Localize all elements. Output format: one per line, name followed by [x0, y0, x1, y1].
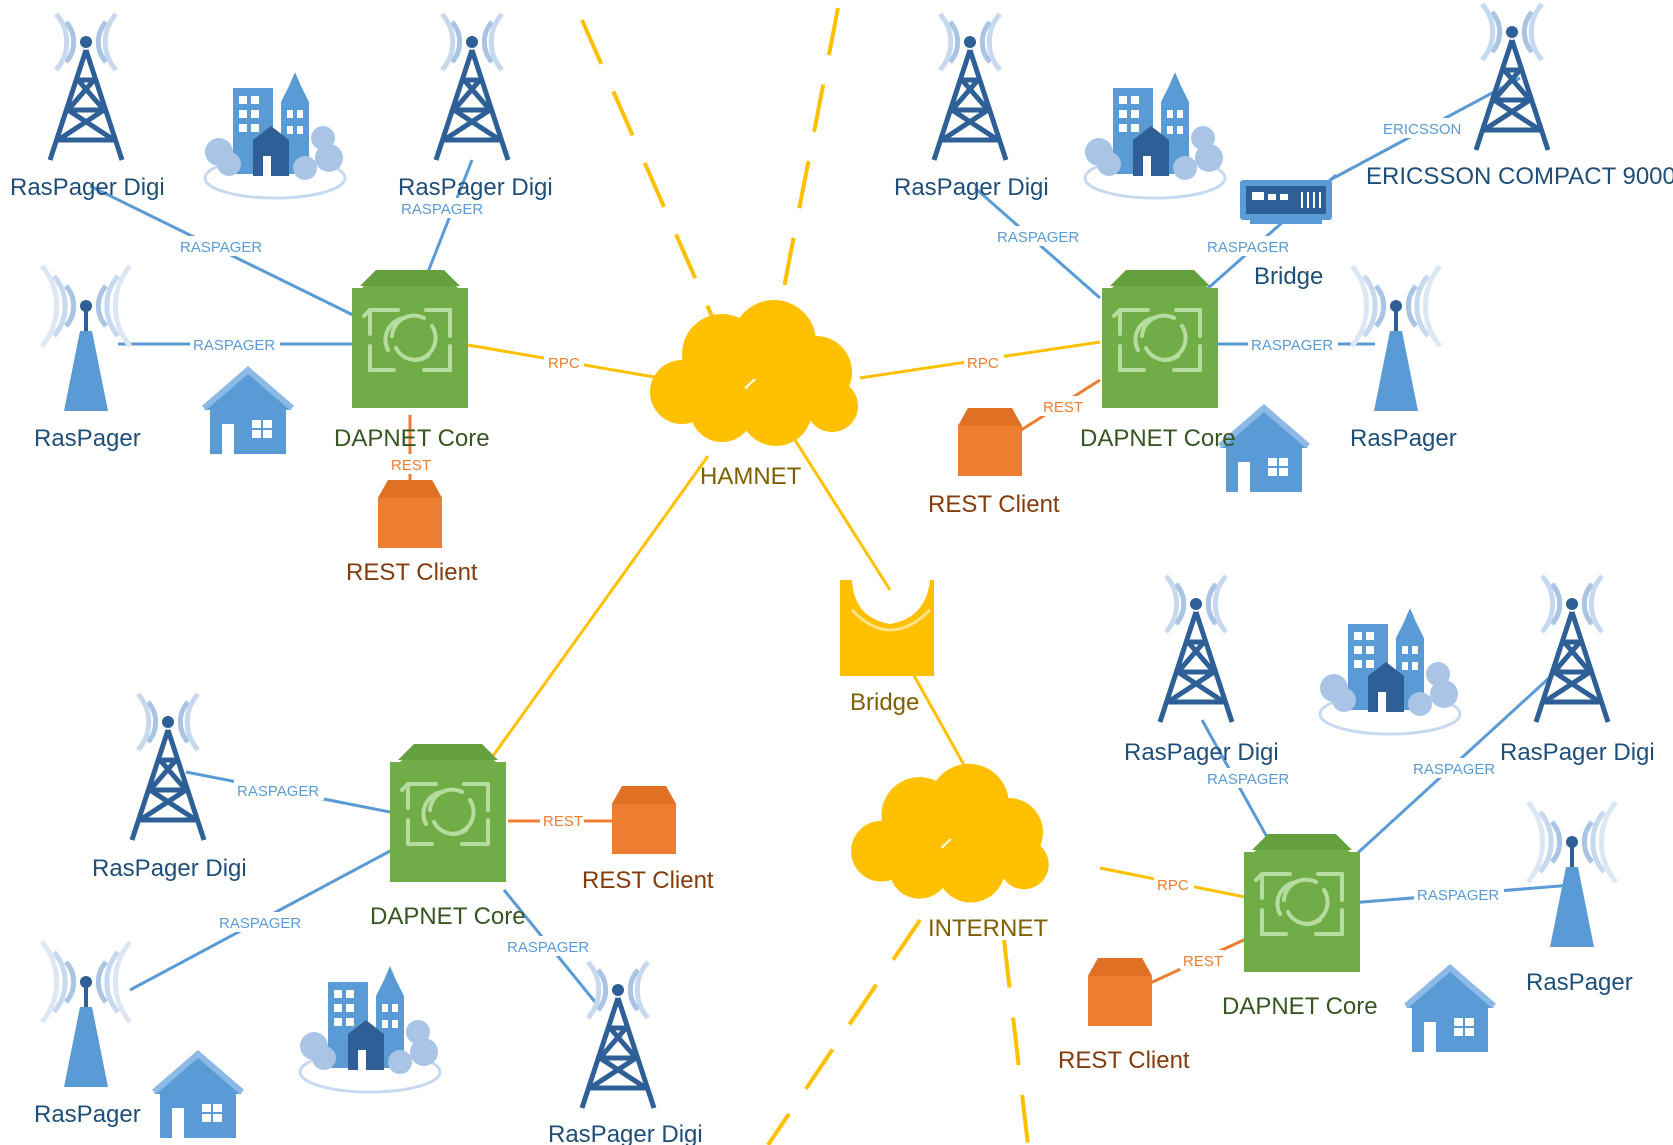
router-icon: [1100, 268, 1220, 410]
lattice-tower-icon: [436, 14, 508, 160]
house-icon: [154, 1054, 242, 1138]
link-labels: RASPAGER RASPAGER RASPAGER RPC REST RASP…: [176, 118, 1504, 970]
internet-cloud-icon: [851, 763, 1049, 903]
link-label-raspager: RASPAGER: [1207, 239, 1289, 256]
digi-label: RasPager Digi: [398, 174, 553, 201]
link-label-raspager: RASPAGER: [1417, 887, 1499, 904]
house-icon: [204, 370, 292, 454]
antenna-icon: [1528, 802, 1616, 947]
device-box-icon: [1240, 180, 1332, 224]
core-label: DAPNET Core: [1080, 425, 1236, 452]
core-label: DAPNET Core: [1222, 993, 1378, 1020]
digi-label: RasPager Digi: [894, 174, 1049, 201]
digi-label: RasPager Digi: [10, 174, 165, 201]
link-label-rest: REST: [1183, 953, 1223, 970]
house-box-icon: [378, 480, 442, 548]
bridge-device-label: Bridge: [1254, 263, 1323, 290]
lattice-tower-icon: [582, 962, 654, 1108]
link-label-rest: REST: [1043, 399, 1083, 416]
lattice-tower-icon: [132, 694, 204, 840]
digi-label: RasPager Digi: [1500, 739, 1655, 766]
rest-client-label: REST Client: [928, 491, 1060, 518]
raspager-label: RasPager: [34, 425, 141, 452]
house-box-icon: [958, 408, 1022, 476]
rest-client-label: REST Client: [346, 559, 478, 586]
house-icon: [1406, 968, 1494, 1052]
lattice-tower-icon: [1476, 4, 1548, 150]
link-label-raspager: RASPAGER: [1251, 337, 1333, 354]
lattice-tower-icon: [50, 14, 122, 160]
link-label-raspager: RASPAGER: [401, 201, 483, 218]
city-icon: [203, 70, 347, 200]
antenna-icon: [42, 942, 130, 1087]
link-label-raspager: RASPAGER: [180, 239, 262, 256]
lattice-tower-icon: [1160, 576, 1232, 722]
link-label-raspager: RASPAGER: [507, 939, 589, 956]
lattice-tower-icon: [934, 14, 1006, 160]
rest-links: [408, 378, 1249, 987]
link-label-rest: REST: [543, 813, 583, 830]
rest-client-label: REST Client: [1058, 1047, 1190, 1074]
raspager-label: RasPager: [1526, 969, 1633, 996]
bridge-label: Bridge: [850, 689, 919, 716]
router-icon: [1242, 832, 1362, 974]
antenna-icon: [42, 266, 130, 411]
link-label-rpc: RPC: [548, 355, 580, 372]
link-label-raspager: RASPAGER: [1413, 761, 1495, 778]
core-label: DAPNET Core: [370, 903, 526, 930]
city-icon: [1318, 606, 1462, 736]
house-box-icon: [1088, 958, 1152, 1026]
router-icon: [350, 268, 470, 410]
link-label-rpc: RPC: [1157, 877, 1189, 894]
bridge-icon: [840, 580, 934, 676]
router-icon: [388, 742, 508, 884]
link-label-raspager: RASPAGER: [997, 229, 1079, 246]
digi-label: RasPager Digi: [548, 1121, 703, 1145]
network-label-hamnet: HAMNET: [700, 463, 802, 490]
house-box-icon: [612, 786, 676, 854]
antenna-icon: [1352, 266, 1440, 411]
ericsson-label: ERICSSON COMPACT 9000: [1366, 163, 1673, 190]
link-label-raspager: RASPAGER: [193, 337, 275, 354]
raspager-label: RasPager: [1350, 425, 1457, 452]
link-label-ericsson: ERICSSON: [1383, 121, 1461, 138]
network-label-internet: INTERNET: [928, 915, 1048, 942]
raspager-label: RasPager: [34, 1101, 141, 1128]
link-label-rest: REST: [391, 457, 431, 474]
city-icon: [298, 964, 442, 1094]
digi-label: RasPager Digi: [1124, 739, 1279, 766]
rest-client-label: REST Client: [582, 867, 714, 894]
link-label-raspager: RASPAGER: [237, 783, 319, 800]
link-label-raspager: RASPAGER: [1207, 771, 1289, 788]
link-label-raspager: RASPAGER: [219, 915, 301, 932]
hamnet-cloud-icon: [650, 300, 858, 446]
city-icon: [1083, 70, 1227, 200]
network-boundary-lines: [580, 7, 1030, 1145]
core-label: DAPNET Core: [334, 425, 490, 452]
digi-label: RasPager Digi: [92, 855, 247, 882]
link-label-rpc: RPC: [967, 355, 999, 372]
lattice-tower-icon: [1536, 576, 1608, 722]
